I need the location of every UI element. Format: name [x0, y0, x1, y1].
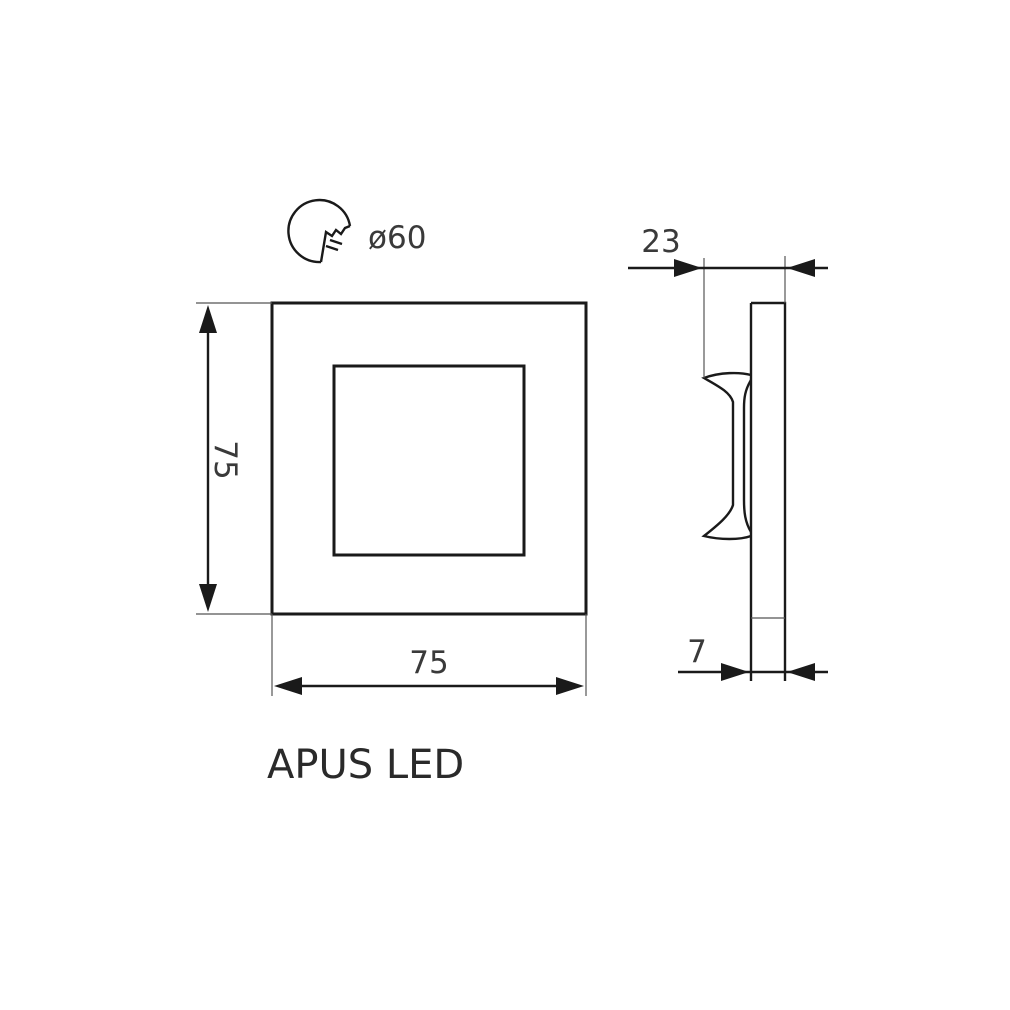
- height-label: 75: [207, 440, 243, 479]
- depth-label: 23: [641, 224, 680, 260]
- thickness-label: 7: [687, 634, 707, 670]
- thickness-dimension: [678, 663, 828, 681]
- cutout-diameter-label: ø60: [368, 220, 426, 256]
- front-diffuser: [332, 364, 526, 557]
- height-dimension: [196, 302, 272, 615]
- depth-dimension: [628, 256, 828, 378]
- hole-saw-icon: [287, 198, 352, 264]
- side-view: [701, 301, 787, 681]
- front-frame: [270, 301, 588, 616]
- width-dimension: [271, 614, 587, 696]
- front-view: [270, 301, 588, 616]
- width-label: 75: [409, 645, 448, 681]
- product-title: APUS LED: [267, 742, 464, 788]
